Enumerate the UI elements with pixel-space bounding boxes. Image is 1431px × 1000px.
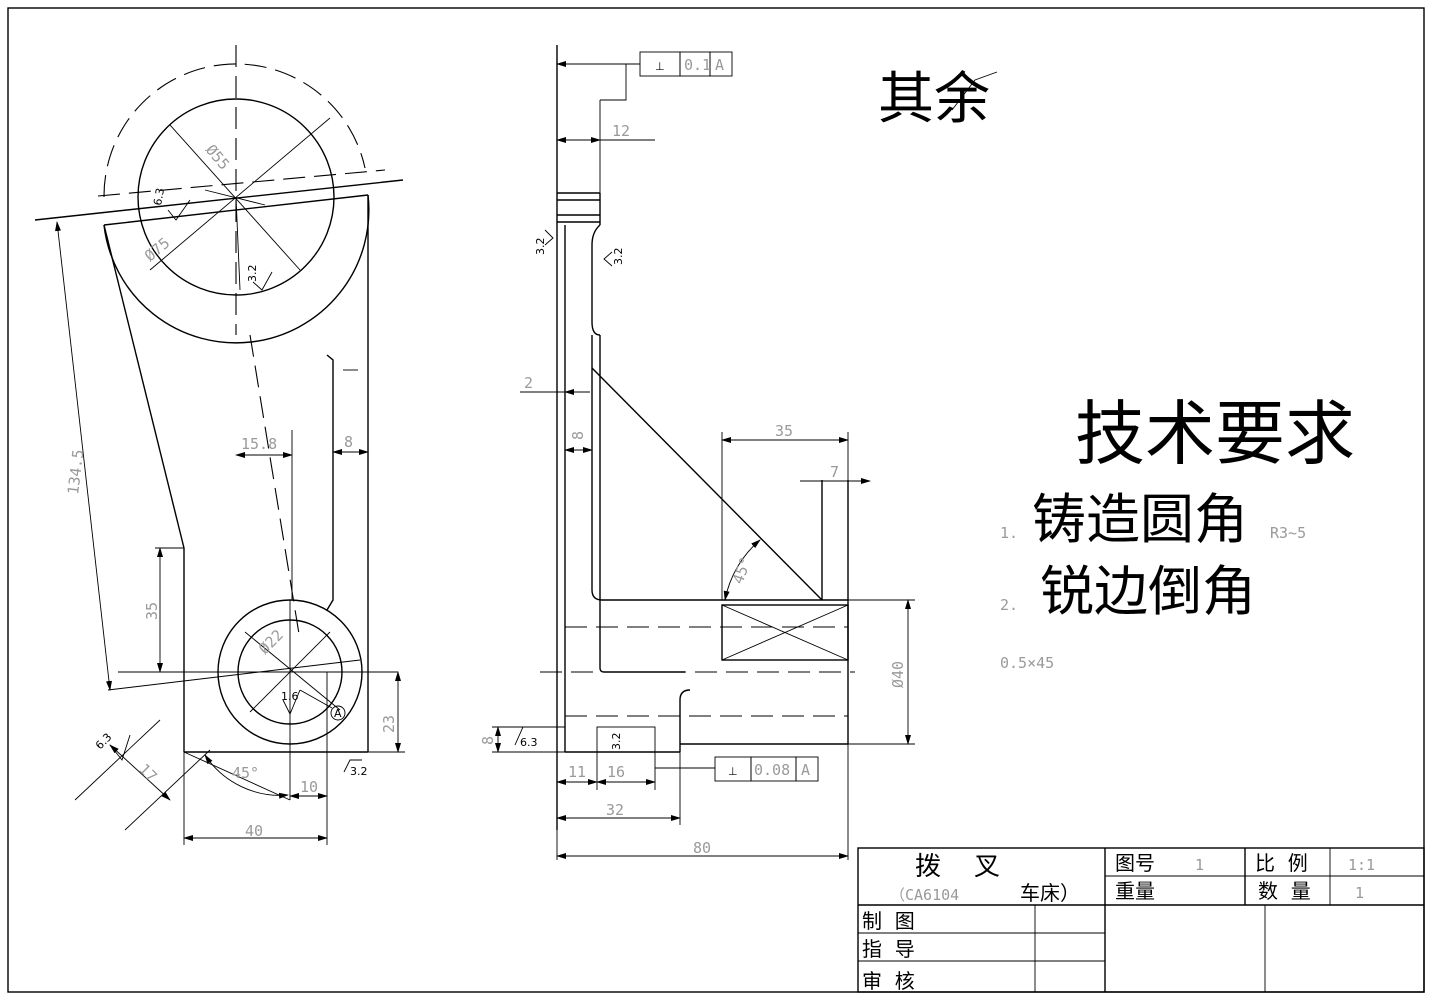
quantity-value: 1	[1355, 884, 1364, 902]
dim-angle-45: 45°	[232, 764, 259, 782]
tech-item-1-number: 1.	[1000, 524, 1018, 542]
roughness-6-3-bottom: 6.3	[93, 731, 115, 753]
dim-diameter-40: Ø40	[889, 661, 907, 688]
roughness-6-3-top: 6.3	[151, 187, 167, 206]
dim-15-8: 15.8	[241, 435, 277, 453]
dim-80: 80	[693, 839, 711, 857]
scale-value: 1:1	[1348, 856, 1375, 874]
roughness-3-2-base: 3.2	[350, 765, 368, 778]
dim-23: 23	[380, 715, 398, 733]
dim-12: 12	[612, 122, 630, 140]
datum-a-label: A	[334, 707, 342, 720]
tech-item-2-value: 0.5×45	[1000, 654, 1054, 672]
dim-40: 40	[245, 822, 263, 840]
roughness-side-right: 3.2	[612, 248, 625, 266]
tolerance-1-datum: A	[715, 56, 724, 74]
dim-angle-45-rib: 45°	[729, 555, 755, 587]
tech-item-1-text: 铸造圆角	[1032, 488, 1248, 551]
dim-16: 16	[607, 763, 625, 781]
tech-item-2-number: 2.	[1000, 596, 1018, 614]
dim-10: 10	[300, 778, 318, 796]
dim-2: 2	[524, 374, 533, 392]
guided-by-label: 指 导	[862, 937, 915, 961]
dim-11: 11	[568, 763, 586, 781]
drawn-by-label: 制 图	[862, 909, 915, 933]
dim-8: 8	[344, 433, 353, 451]
scale-label: 比 例	[1255, 851, 1308, 875]
side-view: ⊥ 0.1 A 12 2 8 35 7 45° Ø40 8 11 16 ⊥ 0.…	[479, 45, 915, 860]
roughness-1-6: 1.6	[281, 690, 299, 703]
corner-roughness-note: 其余	[878, 67, 990, 132]
dim-35-fork: 35	[775, 422, 793, 440]
dim-17: 17	[135, 760, 161, 786]
quantity-label: 数 量	[1258, 879, 1311, 903]
drawing-border	[7, 7, 1425, 993]
part-name: 拨 叉	[915, 852, 1000, 882]
title-block: 拨 叉 （CA6104 车床） 图号 1 比 例 1:1 重量 数 量 1 制 …	[857, 847, 1425, 993]
dim-8-rib: 8	[569, 431, 587, 440]
weight-label: 重量	[1115, 879, 1155, 903]
dim-35: 35	[143, 602, 161, 620]
tech-requirements-title: 技术要求	[1075, 393, 1355, 475]
dim-length-134: 134.5	[64, 448, 87, 495]
tolerance-1-symbol: ⊥	[655, 60, 665, 73]
dim-7: 7	[830, 463, 839, 481]
dim-diameter-22: Ø22	[255, 626, 287, 658]
dim-32: 32	[606, 801, 624, 819]
part-subtitle-lathe: 车床）	[1020, 881, 1080, 905]
drawing-no-label: 图号	[1115, 851, 1155, 875]
tech-item-2-text: 锐边倒角	[1040, 560, 1256, 623]
dim-diameter-75: Ø75	[141, 234, 173, 265]
roughness-6-3-side: 6.3	[520, 736, 538, 749]
drawing-no-value: 1	[1195, 856, 1204, 874]
roughness-3-2-bore: 3.2	[246, 265, 259, 283]
tolerance-2-value: 0.08	[754, 761, 790, 779]
checked-by-label: 审 核	[862, 969, 915, 993]
dim-diameter-55: Ø55	[202, 141, 233, 173]
front-view: Ø55 Ø75 Ø22 134.5 15.8 8 35 23 17 45° 10…	[34, 45, 405, 845]
tolerance-1-value: 0.1	[684, 56, 711, 74]
roughness-base-box: 3.2	[610, 733, 623, 751]
part-subtitle-model: （CA6104	[890, 886, 959, 904]
tolerance-2-symbol: ⊥	[728, 765, 738, 778]
roughness-side-left: 3.2	[534, 238, 547, 256]
notes: 其余 技术要求 1. 铸造圆角 R3~5 2. 锐边倒角 0.5×45	[878, 67, 1355, 672]
dim-8-base: 8	[479, 736, 497, 745]
tolerance-2-datum: A	[801, 761, 810, 779]
tech-item-1-value: R3~5	[1270, 524, 1306, 542]
